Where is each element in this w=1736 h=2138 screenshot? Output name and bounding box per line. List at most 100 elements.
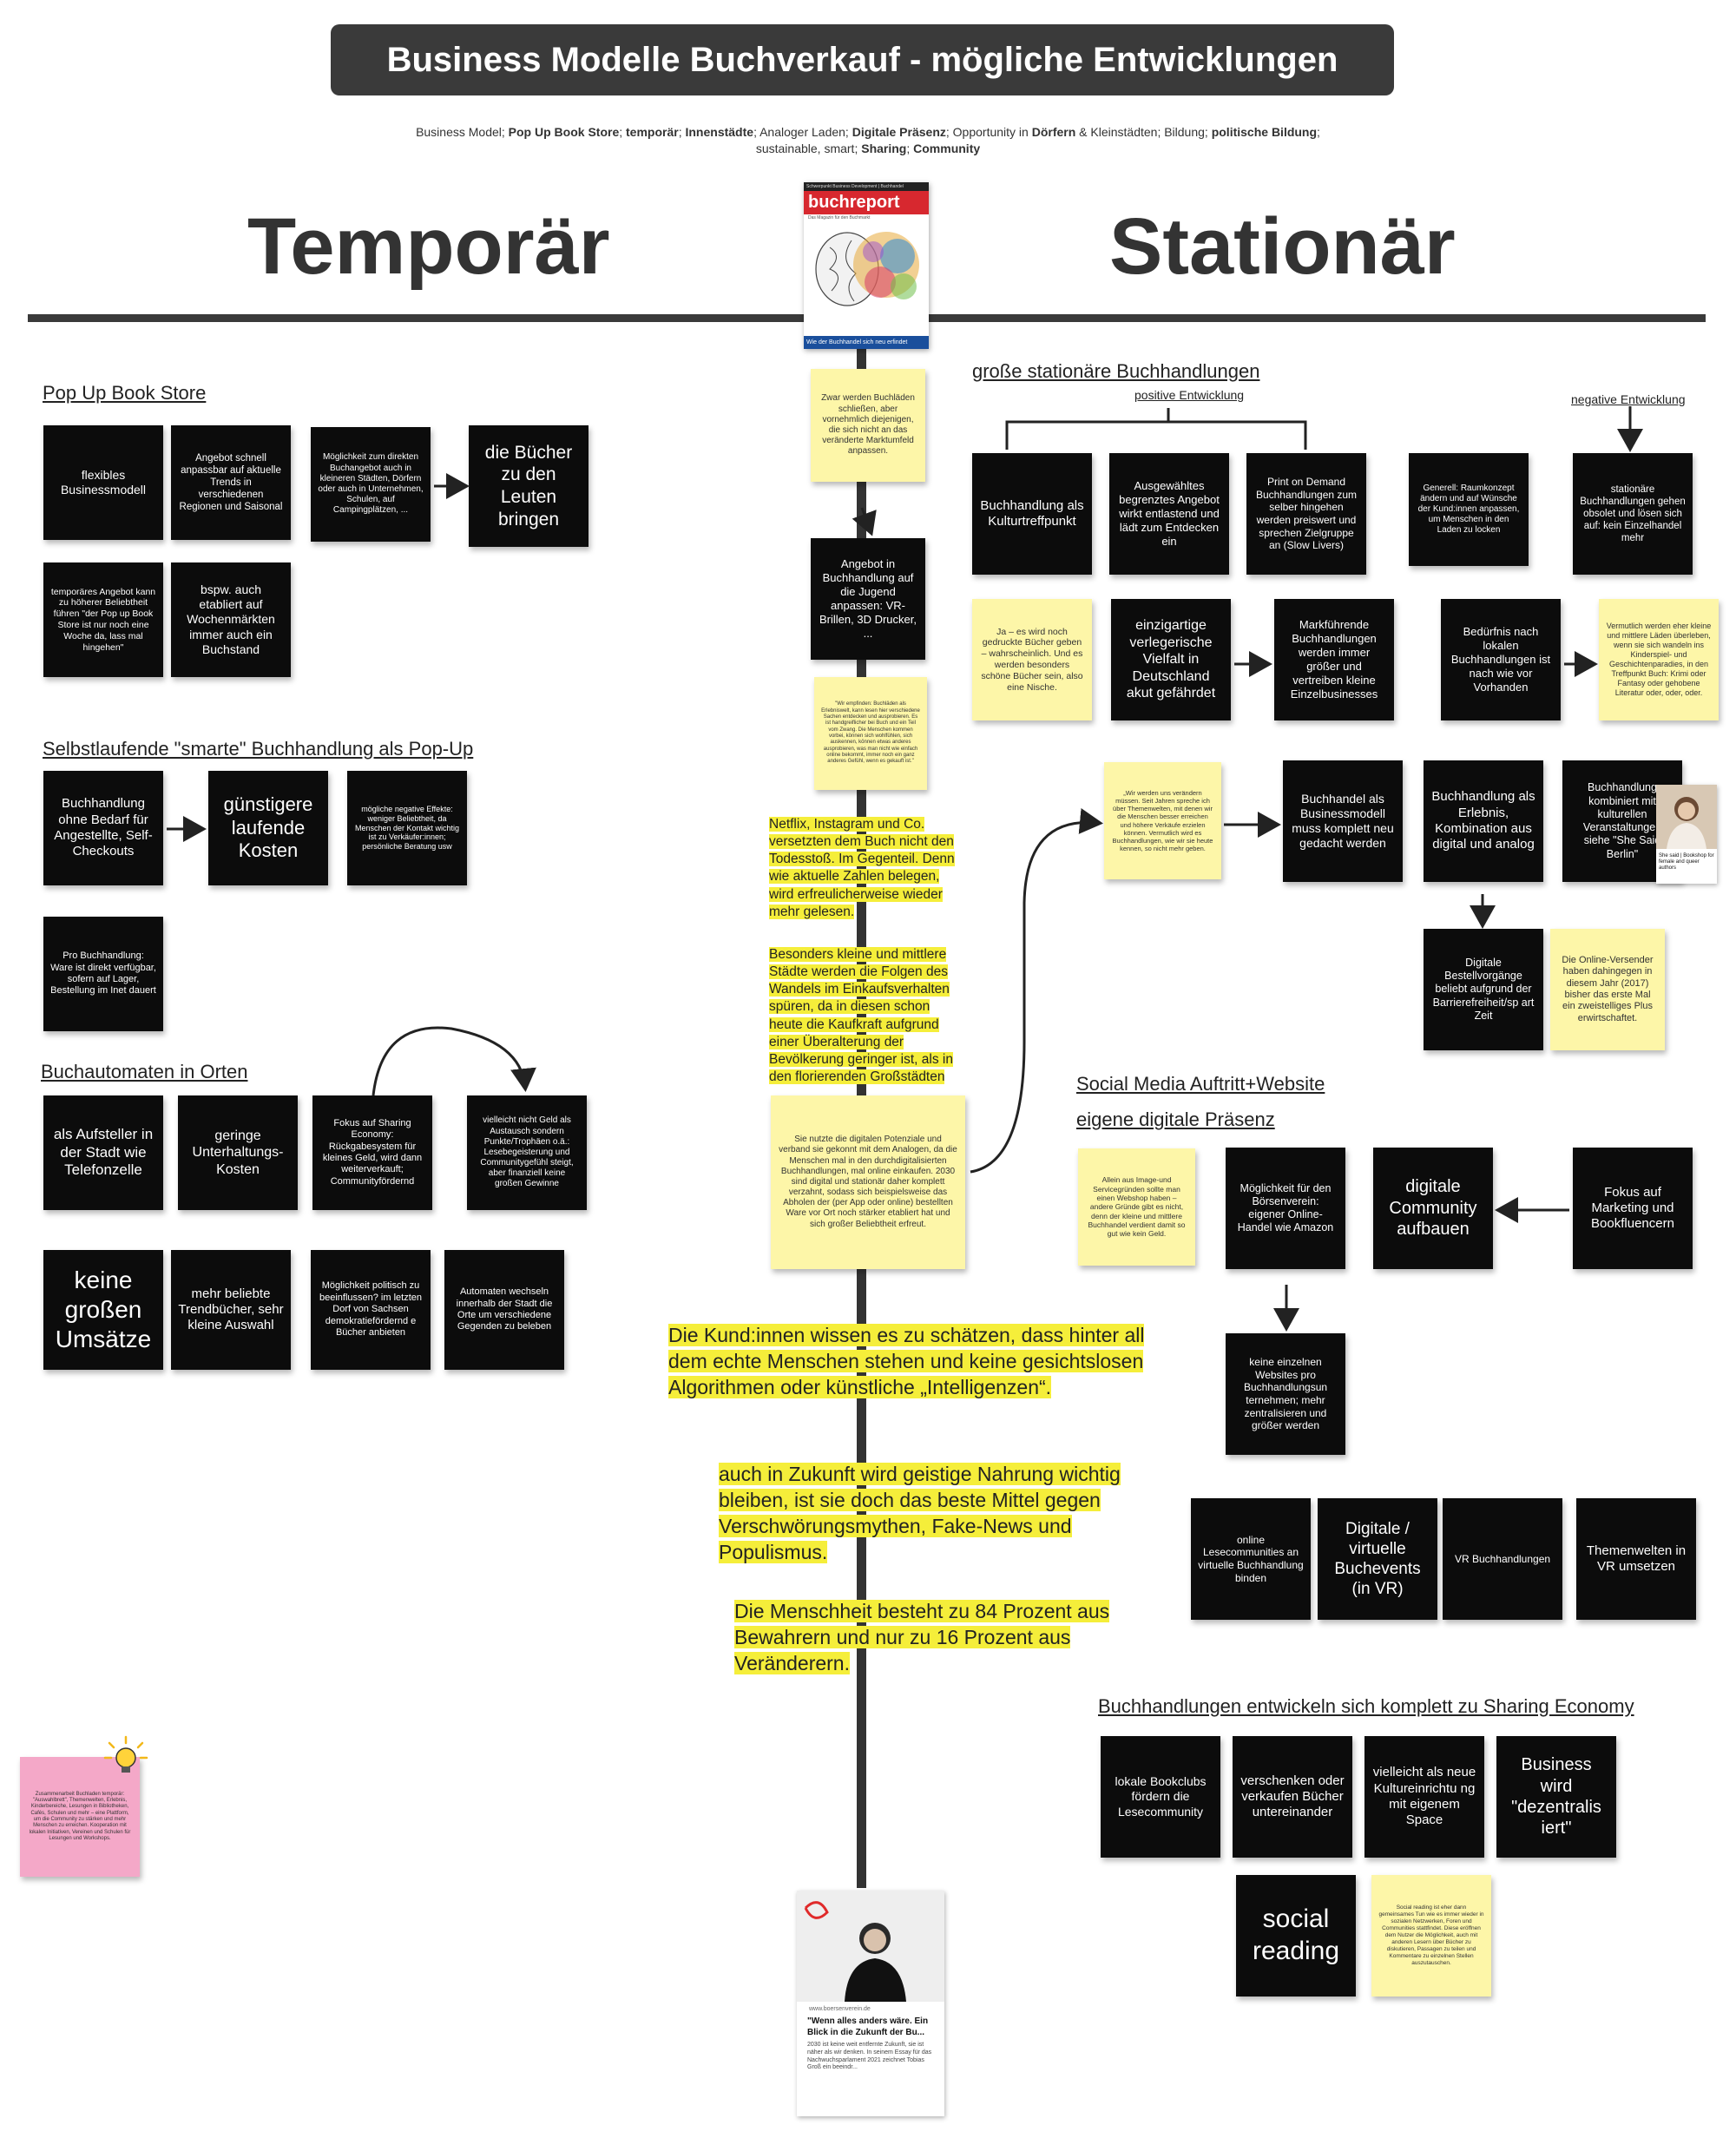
subtitle-segment: sustainable, smart; [755,141,862,155]
arrow-center-down [852,507,877,536]
brain-illustration [815,232,919,306]
article-body: 2030 ist keine weit entfernte Zukunft, s… [807,2042,932,2071]
subtitle-segment: Dörfern [1031,125,1076,139]
note-unterhaltung: geringe Unterhaltungs-Kosten [178,1095,298,1210]
magazine-cover: Schwerpunkt Business Development | Buchh… [804,182,929,349]
note-kulturell: Buchhandlung kombiniert mit kulturellen … [1562,760,1682,882]
note-boersenverein: Möglichkeit für den Börsenverein: eigene… [1226,1148,1345,1269]
note-print-demand: Print on Demand Buchhandlungen zum selbe… [1246,453,1366,575]
note-temp-angebot: temporäres Angebot kann zu höherer Belie… [43,562,163,677]
note-themenwelten: Themenwelten in VR umsetzen [1576,1498,1696,1620]
note-kein-geld: vielleicht nicht Geld als Austausch sond… [467,1095,587,1210]
note-wir-werden: „Wir werden uns verändern müssen. Seit J… [1104,762,1221,879]
subtitle-segment: Pop Up Book Store [508,125,620,139]
note-aufsteller: als Aufsteller in der Stadt wie Telefonz… [43,1095,163,1210]
note-center-2: "Wir empfinden: Buchläden als Erlebniswe… [814,677,927,790]
subtitle-segment: ; Opportunity in [945,125,1032,139]
highlight-2: Besonders kleine und mittlere Städte wer… [769,947,953,1084]
she-said-caption: She said | Bookshop for female and queer… [1659,853,1714,872]
magazine-tagline: Das Magazin für den Buchmarkt [808,215,871,220]
note-raumkonzept: Generell: Raumkonzept ändern und auf Wün… [1409,453,1529,566]
subtitle-segment: & Kleinstädten; Bildung; [1075,125,1212,139]
note-community: digitale Community aufbauen [1373,1148,1493,1269]
note-verschenken: verschenken oder verkaufen Bücher untere… [1233,1736,1352,1858]
highlight-3: Die Kund:innen wissen es zu schätzen, da… [668,1324,1145,1398]
magazine-caption: Wie der Buchhandel sich neu erfindet [804,336,929,349]
subtitle: Business Model; Pop Up Book Store; tempo… [295,124,1441,157]
label-positive: positive Entwicklung [1134,388,1245,402]
note-dezentral: Business wird "dezentralis iert" [1496,1736,1616,1858]
subtitle-segment: politische Bildung [1211,125,1318,139]
page-title: Business Modelle Buchverkauf - mögliche … [386,40,1338,79]
heading-stationaer: Stationär [1109,202,1456,291]
heading-temporaer: Temporär [247,202,610,291]
note-politisch: Möglichkeit politisch zu beeinflussen? i… [311,1250,431,1370]
subtitle-segment: ; [619,125,627,139]
subtitle-segment: ; [906,141,914,155]
note-lesecommunities: online Lesecommunities an virtuelle Buch… [1191,1498,1311,1620]
note-keine-umsaetze: keine großen Umsätze [43,1250,163,1370]
article-card[interactable]: www.boersenverein.de "Wenn alles anders … [797,1891,944,2116]
arrow-center-curve [970,808,1103,1174]
article-photo [797,1891,944,2002]
note-buecher-leute: die Bücher zu den Leuten bringen [469,425,589,547]
subtitle-segment: Innenstädte [685,125,754,139]
highlight-1: Netflix, Instagram und Co. versetzten de… [769,817,955,919]
subtitle-line-1: Business Model; Pop Up Book Store; tempo… [295,124,1441,141]
note-pro-buch: Pro Buchhandlung: Ware ist direkt verfüg… [43,917,163,1031]
section-sharing: Buchhandlungen entwickeln sich komplett … [1098,1695,1634,1717]
note-online-versender: Die Online-Versender haben dahingegen in… [1550,929,1665,1050]
note-social-yellow: Social reading ist eher dann gemeinsames… [1371,1875,1491,1997]
note-center-1: Zwar werden Buchläden schließen, aber vo… [811,369,925,482]
note-ja-gedruckt: Ja – es wird noch gedruckte Bücher geben… [972,599,1092,720]
note-digitale-bestell: Digitale Bestellvorgänge beliebt aufgrun… [1424,929,1543,1050]
note-flex: flexibles Businessmodell [43,425,163,540]
article-title: "Wenn alles anders wäre. Ein Blick in di… [807,2016,929,2037]
label-negative: negative Entwicklung [1571,392,1686,406]
note-digitale-events: Digitale / virtuelle Buchevents (in VR) [1318,1498,1437,1620]
section-smart: Selbstlaufende "smarte" Buchhandlung als… [43,738,474,760]
note-neu-gedacht: Buchhandel als Businessmodell muss kompl… [1283,760,1403,882]
subtitle-segment: temporär [626,125,679,139]
lightbulb-icon [103,1735,148,1773]
note-automaten-wechseln: Automaten wechseln innerhalb der Stadt d… [444,1250,564,1370]
note-sharing-eco: Fokus auf Sharing Economy: Rückgabesyste… [312,1095,432,1210]
note-moeglichkeit-buchang: Möglichkeit zum direkten Buchangebot auc… [311,427,431,542]
note-pink: Zusammenarbeit Buchladen temporär: "Ausw… [20,1757,140,1877]
she-said-photo [1656,785,1717,849]
note-beduerfnis: Bedürfnis nach lokalen Buchhandlungen is… [1441,599,1561,720]
note-keine-websites: keine einzelnen Websites pro Buchhandlun… [1226,1333,1345,1455]
subtitle-segment: ; [678,125,686,139]
note-bookclubs: lokale Bookclubs fördern die Lesecommuni… [1101,1736,1220,1858]
section-automaten: Buchautomaten in Orten [41,1061,248,1082]
note-vr-buch: VR Buchhandlungen [1443,1498,1562,1620]
she-said-card[interactable]: She said | Bookshop for female and queer… [1656,785,1717,884]
note-neg-effekte: mögliche negative Effekte: weniger Belie… [347,771,467,885]
note-social-reading: social reading [1236,1875,1356,1997]
article-site: www.boersenverein.de [809,2006,871,2012]
note-erlebnis: Buchhandlung als Erlebnis, Kombination a… [1424,760,1543,882]
bracket-positive [1005,408,1307,450]
subtitle-segment: Community [913,141,981,155]
subtitle-line-2: sustainable, smart; Sharing; Community [295,141,1441,157]
section-popup: Pop Up Book Store [43,382,207,404]
section-social-1: Social Media Auftritt+Website [1076,1073,1325,1095]
note-center-jugend: Angebot in Buchhandlung auf die Jugend a… [811,538,925,660]
note-ausgewaehlt: Ausgewähltes begrenztes Angebot wirkt en… [1109,453,1229,575]
arrow-automaten-curve [372,1026,536,1096]
note-obsolet: stationäre Buchhandlungen gehen obsolet … [1573,453,1693,575]
magazine-header: Schwerpunkt Business Development | Buchh… [804,182,929,191]
note-kultur: Buchhandlung als Kulturtreffpunkt [972,453,1092,575]
title-banner: Business Modelle Buchverkauf - mögliche … [331,24,1394,95]
note-kulturein: vielleicht als neue Kultureinrichtu ng m… [1364,1736,1484,1858]
note-vermutlich: Vermutlich werden eher kleine und mittle… [1599,599,1719,720]
subtitle-segment: ; Analoger Laden; [753,125,852,139]
note-center-3: Sie nutzte die digitalen Potenziale und … [771,1095,965,1269]
note-marketing: Fokus auf Marketing und Bookfluencern [1573,1148,1693,1269]
magazine-brand: buchreport [804,191,929,214]
subtitle-segment: Business Model; [416,125,509,139]
subtitle-segment: Digitale Präsenz [852,125,946,139]
subtitle-segment: Sharing [861,141,907,155]
note-vielfalt: einzigartige verlegerische Vielfalt in D… [1111,599,1231,720]
